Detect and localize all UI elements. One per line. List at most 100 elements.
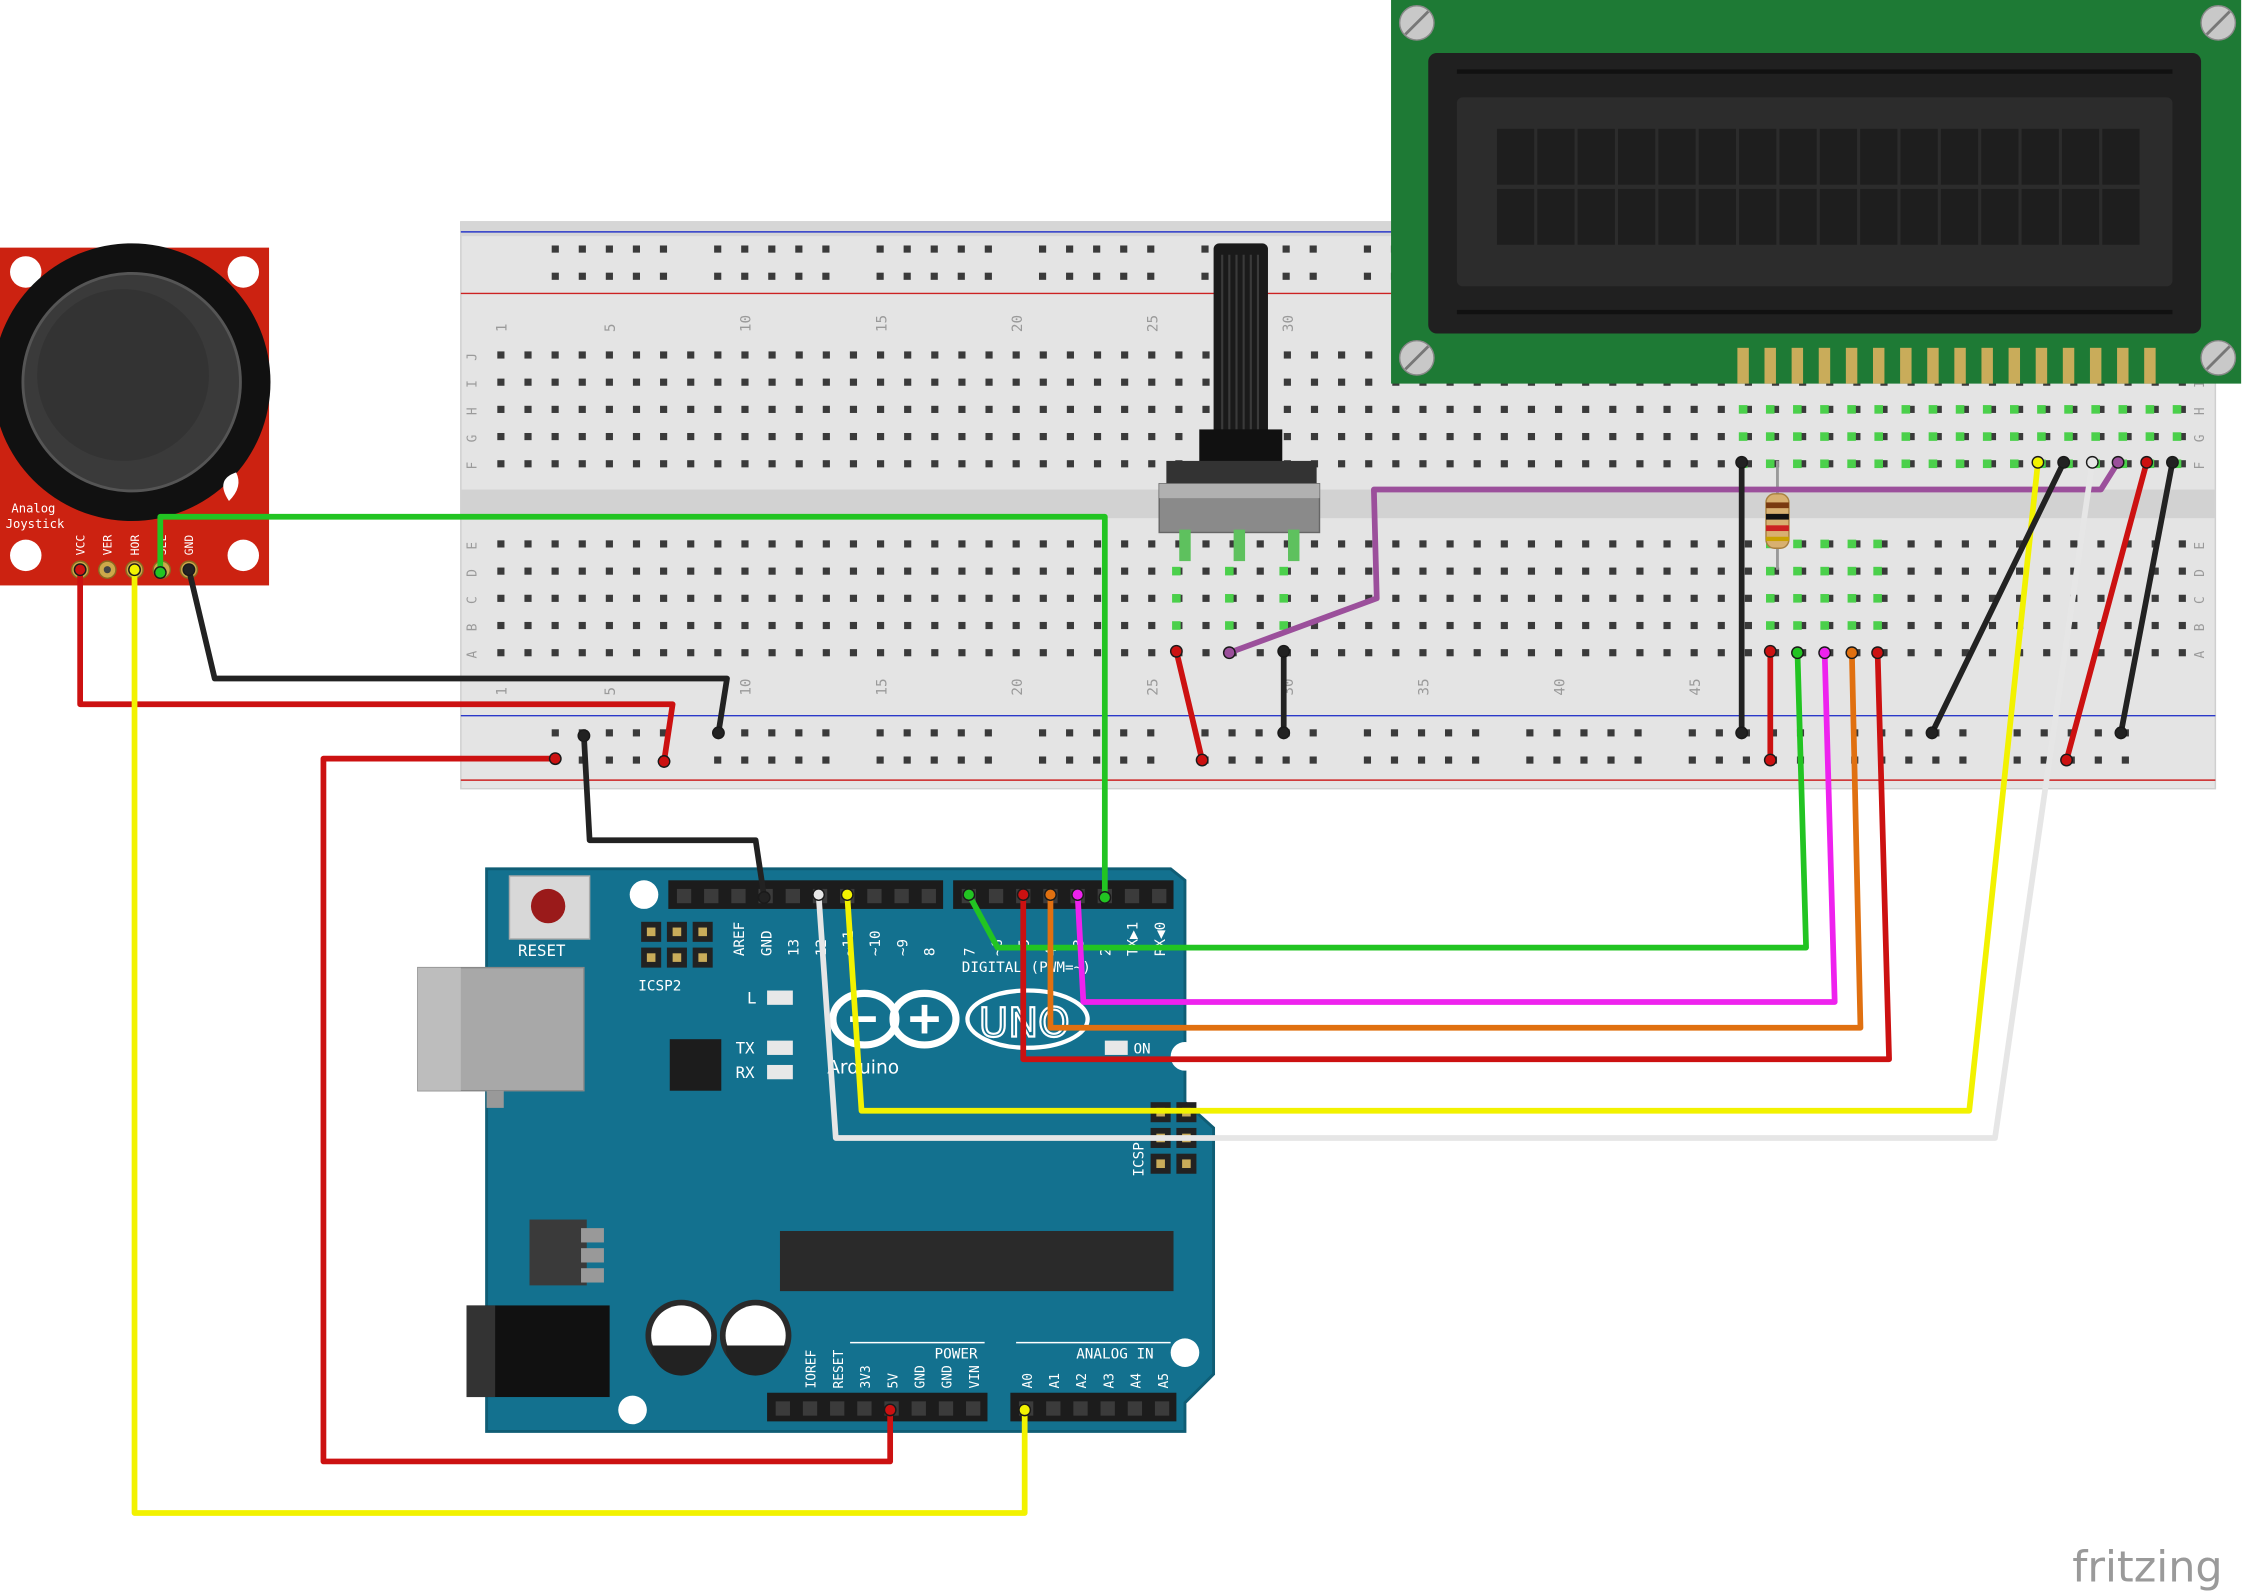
- wire-yellow[interactable]: [844, 459, 2041, 1114]
- header-socket[interactable]: [1124, 888, 1140, 904]
- wire-endpoint[interactable]: [1277, 726, 1291, 740]
- breadboard-hole: [1365, 540, 1373, 548]
- header-socket[interactable]: [830, 1401, 845, 1416]
- wire-endpoint[interactable]: [1845, 646, 1859, 660]
- wire-endpoint[interactable]: [812, 888, 826, 902]
- breadboard-hole: [497, 594, 505, 602]
- wire-endpoint[interactable]: [1222, 646, 1236, 660]
- header-socket[interactable]: [911, 1401, 926, 1416]
- breadboard-rail-hole: [1905, 729, 1913, 737]
- breadboard-hole-connected: [1820, 621, 1829, 630]
- wire-endpoint[interactable]: [1791, 646, 1804, 660]
- wire-yellow[interactable]: [131, 566, 1028, 1516]
- wire-endpoint[interactable]: [1016, 888, 1030, 902]
- wire-black[interactable]: [186, 566, 730, 736]
- lcd-character-cell: [1900, 128, 1938, 185]
- header-socket[interactable]: [704, 888, 719, 904]
- wire-endpoint[interactable]: [73, 563, 87, 577]
- wire-red[interactable]: [1020, 649, 1892, 1063]
- wire-endpoint[interactable]: [1169, 644, 1183, 658]
- header-socket[interactable]: [1127, 1401, 1143, 1416]
- wire-endpoint[interactable]: [757, 891, 771, 904]
- wire-red[interactable]: [77, 566, 676, 765]
- breadboard-rail-hole: [957, 756, 965, 764]
- wire-black[interactable]: [1929, 459, 2067, 736]
- wire-endpoint[interactable]: [1763, 753, 1777, 767]
- wire-endpoint[interactable]: [883, 1403, 897, 1417]
- wire-magenta[interactable]: [1074, 649, 1838, 1005]
- wire-purple[interactable]: [1226, 459, 2121, 656]
- breadboard-rail-hole: [1066, 245, 1074, 253]
- wire-endpoint[interactable]: [153, 566, 167, 579]
- breadboard-hole-connected: [1172, 594, 1181, 603]
- wire-endpoint[interactable]: [840, 888, 854, 902]
- wire-green[interactable]: [157, 513, 1108, 901]
- wire-endpoint[interactable]: [2085, 455, 2099, 469]
- wire-endpoint[interactable]: [1071, 888, 1085, 902]
- wire-endpoint[interactable]: [1098, 891, 1112, 904]
- wire-endpoint[interactable]: [1044, 888, 1057, 902]
- header-socket[interactable]: [857, 1401, 872, 1416]
- digital-pin-header: [668, 880, 1174, 909]
- breadboard-hole: [1988, 432, 1997, 441]
- wire-black[interactable]: [581, 732, 768, 901]
- breadboard-hole: [958, 460, 966, 468]
- header-socket[interactable]: [1152, 888, 1167, 904]
- wire-endpoint[interactable]: [2111, 455, 2125, 469]
- wire-endpoint[interactable]: [1018, 1403, 1032, 1417]
- breadboard-hole: [1365, 649, 1373, 657]
- breadboard-rail-hole: [741, 272, 749, 280]
- wire-endpoint[interactable]: [2031, 455, 2045, 469]
- wire-endpoint[interactable]: [962, 888, 976, 902]
- breadboard-hole: [1446, 649, 1454, 657]
- wire-endpoint[interactable]: [1735, 726, 1749, 740]
- breadboard-hole: [632, 378, 641, 386]
- wire-endpoint[interactable]: [1195, 753, 1209, 767]
- header-socket[interactable]: [802, 1401, 818, 1416]
- header-socket[interactable]: [988, 888, 1004, 904]
- header-socket[interactable]: [921, 888, 936, 904]
- header-socket[interactable]: [731, 888, 746, 904]
- wire-endpoint[interactable]: [1925, 726, 1939, 740]
- wire-white[interactable]: [815, 459, 2096, 1141]
- header-socket[interactable]: [775, 1401, 790, 1416]
- wire-endpoint[interactable]: [182, 563, 196, 577]
- header-socket[interactable]: [1100, 1401, 1115, 1416]
- wire-endpoint[interactable]: [128, 563, 141, 577]
- wire-endpoint[interactable]: [1735, 455, 1749, 469]
- wire-endpoint[interactable]: [2057, 455, 2071, 469]
- header-socket[interactable]: [676, 888, 692, 904]
- header-socket[interactable]: [966, 1401, 981, 1416]
- wire-red[interactable]: [2063, 459, 2150, 763]
- header-socket[interactable]: [894, 888, 909, 904]
- wire-endpoint[interactable]: [711, 726, 725, 740]
- wire-endpoint[interactable]: [577, 729, 591, 743]
- breadboard-hole: [1880, 567, 1888, 575]
- wire-black[interactable]: [2118, 459, 2176, 736]
- breadboard-hole-connected: [2118, 432, 2128, 441]
- header-socket[interactable]: [1154, 1401, 1170, 1416]
- wire-endpoint[interactable]: [1763, 644, 1777, 658]
- wire-endpoint[interactable]: [2140, 455, 2154, 469]
- wire-endpoint[interactable]: [657, 755, 671, 768]
- header-socket[interactable]: [938, 1401, 954, 1416]
- breadboard-hole: [1934, 567, 1942, 575]
- header-socket[interactable]: [785, 888, 800, 904]
- header-socket[interactable]: [1073, 1401, 1088, 1416]
- header-socket[interactable]: [867, 888, 882, 904]
- wire-red[interactable]: [1173, 648, 1206, 763]
- wire-orange[interactable]: [1047, 649, 1864, 1031]
- wire-endpoint[interactable]: [2166, 455, 2179, 469]
- wire-endpoint[interactable]: [1818, 646, 1832, 660]
- breadboard-hole: [849, 460, 858, 468]
- wire-endpoint[interactable]: [1277, 644, 1291, 658]
- wire-green[interactable]: [966, 649, 1809, 951]
- header-socket[interactable]: [1046, 1401, 1061, 1416]
- wire-endpoint[interactable]: [2114, 726, 2128, 740]
- wire-red[interactable]: [320, 755, 894, 1465]
- wire-endpoint[interactable]: [1871, 646, 1885, 660]
- reset-button-cap[interactable]: [530, 888, 566, 924]
- wire-endpoint[interactable]: [548, 752, 562, 766]
- wire-endpoint[interactable]: [2060, 753, 2073, 767]
- breadboard-hole: [1446, 594, 1454, 602]
